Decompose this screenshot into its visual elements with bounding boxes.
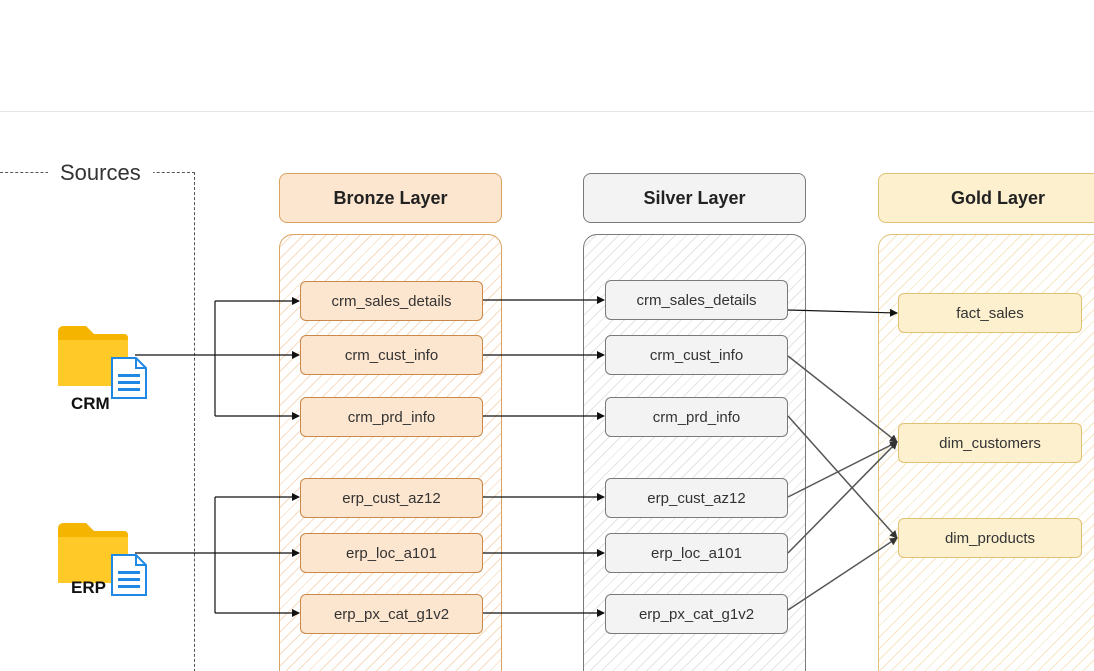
silver-node-erp-loc-a101[interactable]: erp_loc_a101 — [605, 533, 788, 573]
bronze-node-erp-cust-az12[interactable]: erp_cust_az12 — [300, 478, 483, 518]
bronze-node-erp-loc-a101[interactable]: erp_loc_a101 — [300, 533, 483, 573]
source-crm-label: CRM — [71, 394, 110, 413]
silver-layer-header: Silver Layer — [583, 173, 806, 223]
gold-node-dim-customers[interactable]: dim_customers — [898, 423, 1082, 463]
bronze-node-crm-cust-info[interactable]: crm_cust_info — [300, 335, 483, 375]
bronze-node-crm-prd-info[interactable]: crm_prd_info — [300, 397, 483, 437]
source-erp[interactable] — [56, 519, 156, 619]
bronze-layer-header: Bronze Layer — [279, 173, 502, 223]
gold-layer-header: Gold Layer — [878, 173, 1094, 223]
folder-document-icon — [58, 326, 147, 399]
bronze-node-crm-sales-details[interactable]: crm_sales_details — [300, 281, 483, 321]
silver-node-erp-px-cat-g1v2[interactable]: erp_px_cat_g1v2 — [605, 594, 788, 634]
top-divider — [0, 111, 1094, 112]
folder-document-icon — [58, 523, 147, 596]
silver-node-crm-sales-details[interactable]: crm_sales_details — [605, 280, 788, 320]
source-crm[interactable] — [56, 322, 156, 422]
gold-node-dim-products[interactable]: dim_products — [898, 518, 1082, 558]
silver-node-crm-cust-info[interactable]: crm_cust_info — [605, 335, 788, 375]
source-erp-label: ERP — [71, 578, 106, 597]
silver-node-crm-prd-info[interactable]: crm_prd_info — [605, 397, 788, 437]
sources-title: Sources — [48, 160, 153, 186]
gold-node-fact-sales[interactable]: fact_sales — [898, 293, 1082, 333]
silver-node-erp-cust-az12[interactable]: erp_cust_az12 — [605, 478, 788, 518]
bronze-node-erp-px-cat-g1v2[interactable]: erp_px_cat_g1v2 — [300, 594, 483, 634]
